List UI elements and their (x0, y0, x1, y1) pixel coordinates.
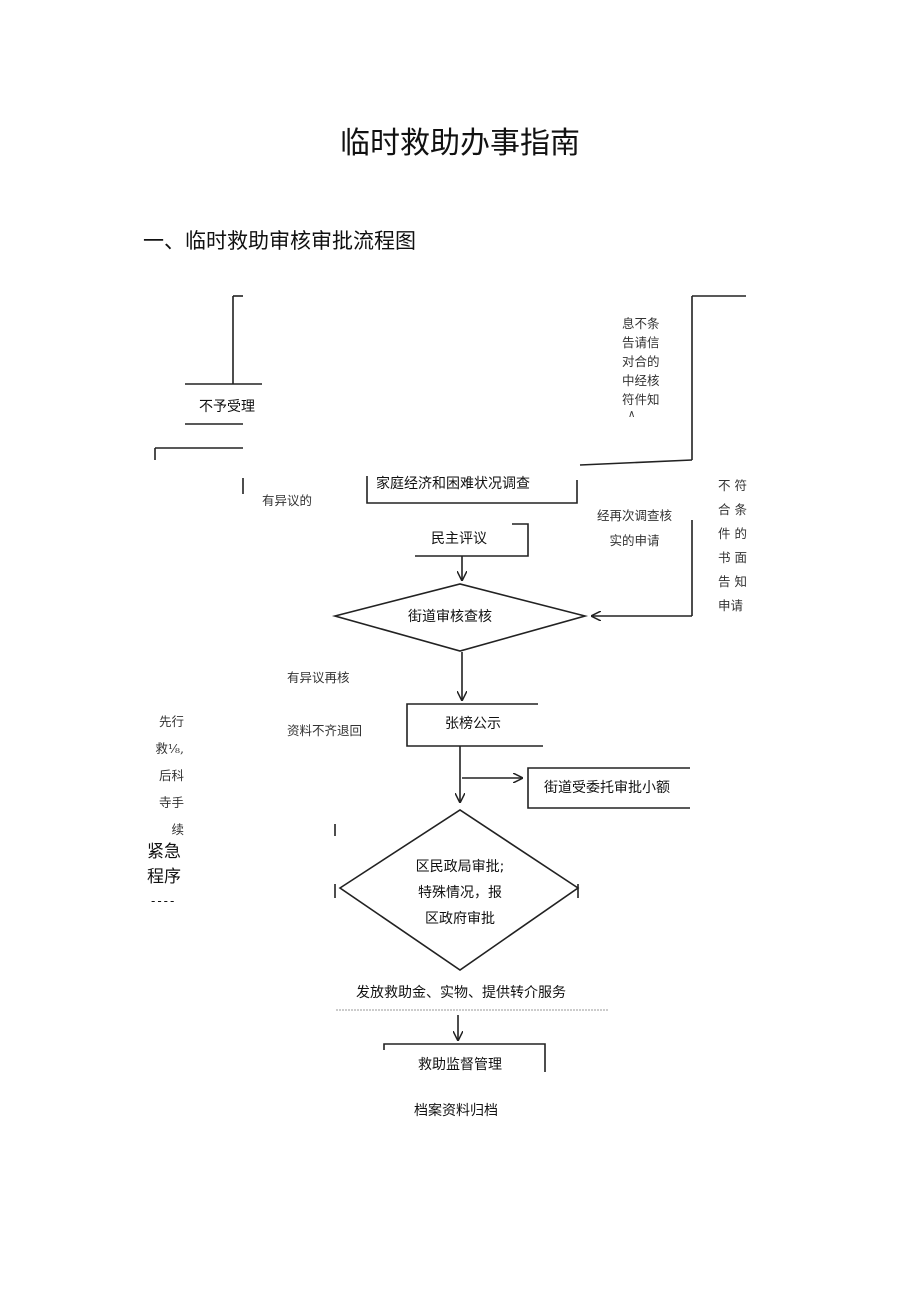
emergency-note-line: 救⅛, (155, 741, 184, 756)
recheck-line: 实的申请 (609, 533, 660, 548)
notice-line: ∧ (628, 409, 636, 420)
emergency-note-line: 先行 (158, 714, 184, 729)
notice-line: 中经核 (622, 373, 660, 388)
right-vertical-line: 合 条 (718, 502, 747, 517)
section-heading: 一、临时救助审核审批流程图 (143, 229, 416, 253)
recheck-text: 经再次调查核 实的申请 (597, 503, 672, 553)
publicity-box-label: 张榜公示 (445, 716, 501, 732)
right-vertical-line: 书 面 (718, 550, 747, 565)
objection-label: 有异议的 (262, 493, 313, 508)
notice-text: 息不条 告请信 对合的 中经核 符件知 ∧ (622, 314, 660, 421)
emergency-procedure: 紧急 程序 (147, 840, 181, 890)
right-vertical-line: 不 符 (718, 478, 747, 493)
survey-box-label: 家庭经济和困难状况调查 (376, 476, 530, 492)
street-review-label: 街道审核查核 (408, 609, 492, 625)
district-approval-line: 特殊情况，报 (418, 885, 502, 901)
page-title: 临时救助办事指南 (340, 126, 580, 161)
emergency-dashes: ---- (151, 894, 177, 908)
notice-line: 对合的 (622, 354, 660, 369)
right-vertical-line: 件 的 (718, 526, 747, 541)
right-vertical-line: 告 知 (718, 574, 747, 589)
democratic-review-label: 民主评议 (431, 531, 487, 547)
emergency-note-line: 后科 (158, 768, 184, 783)
district-approval-line: 区政府审批 (425, 911, 495, 927)
issue-aid-label: 发放救助金、实物、提供转介服务 (356, 985, 566, 1001)
emergency-note: 先行 救⅛, 后科 寺手 续 (148, 708, 184, 843)
emergency-note-line: 寺手 (158, 795, 184, 810)
right-vertical-line: 申请 (718, 598, 744, 613)
reject-box-label: 不予受理 (199, 399, 255, 415)
notice-line: 符件知 (622, 392, 660, 407)
supervision-box-label: 救助监督管理 (418, 1057, 502, 1073)
right-vertical-text: 不 符 合 条 件 的 书 面 告 知 申请 (718, 474, 747, 618)
objection-recheck-label: 有异议再核 (287, 670, 350, 685)
emergency-procedure-line: 程序 (147, 867, 181, 887)
recheck-line: 经再次调查核 (597, 508, 673, 523)
notice-line: 告请信 (622, 335, 660, 350)
notice-line: 息不条 (622, 316, 660, 331)
street-small-approval-label: 街道受委托审批小额 (544, 780, 670, 796)
district-approval-line: 区民政局审批; (415, 859, 505, 875)
district-approval-label: 区民政局审批; 特殊情况，报 区政府审批 (405, 854, 515, 932)
archive-label: 档案资料归档 (414, 1103, 498, 1119)
emergency-note-line: 续 (171, 822, 184, 837)
incomplete-return-label: 资料不齐退回 (287, 723, 363, 738)
emergency-procedure-line: 紧急 (147, 842, 181, 862)
